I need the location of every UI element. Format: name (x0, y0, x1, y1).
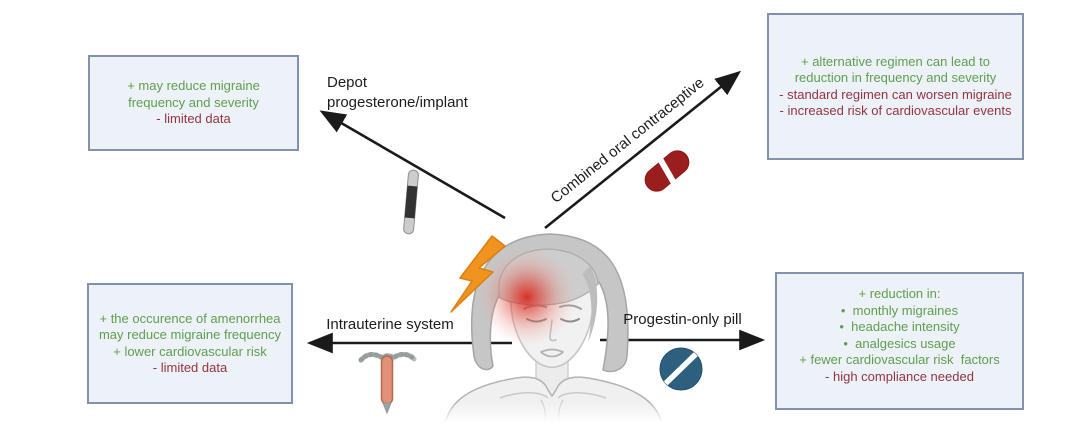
effect-line: + fewer cardiovascular risk factors (799, 352, 1000, 367)
hair-side-strand (582, 266, 598, 342)
effect-line: + reduction in: (858, 286, 941, 301)
combined-arrow (544, 70, 742, 230)
effect-line: + may reduce migraine frequency and seve… (127, 78, 264, 110)
migraine-glow (477, 247, 577, 347)
effect-line: + lower cardiovascular risk (113, 343, 267, 359)
effect-line: • monthly migraines (840, 302, 959, 318)
effect-line: - increased risk of cardiovascular event… (779, 103, 1012, 118)
collarbone-left (499, 392, 549, 399)
depot-effects-box: + may reduce migraine frequency and seve… (88, 55, 299, 151)
intrauterine-effects-box: + the occurence of amenorrhea may reduce… (87, 283, 293, 404)
bottom-fade (430, 402, 690, 427)
progestin-only-pill-icon (659, 347, 703, 391)
effect-line: • headache intensity (839, 319, 960, 334)
intrauterine-device-icon (358, 351, 417, 415)
progestin-effects-box: + reduction in:• monthly migraines• head… (775, 272, 1024, 410)
migraine-lightning-bolt-icon (450, 235, 506, 313)
effect-line: + the occurence of amenorrhea may reduce… (98, 310, 285, 343)
lips (540, 348, 564, 358)
depot-label-line1: Depot (327, 74, 368, 91)
effect-line: • analgesics usage (843, 335, 956, 351)
combined-oral-contraceptive-capsule-icon (644, 150, 690, 192)
effect-line: + alternative regimen can lead to reduct… (794, 53, 997, 86)
effect-line: - limited data (156, 111, 231, 127)
depot-label-line2: progesterone/implant (327, 94, 468, 112)
progestin-label: Progestin-only pill (623, 311, 742, 328)
intrauterine-label: Intrauterine system (326, 316, 454, 333)
depot-label: Depot progesterone/implant (327, 73, 468, 114)
effect-line: - limited data (152, 360, 228, 375)
depot-arrow (319, 110, 506, 220)
effect-line: - high compliance needed (825, 368, 974, 384)
contraceptive-implant-rod-icon (403, 169, 419, 235)
effect-line: - standard regimen can worsen migraine (779, 86, 1012, 102)
combined-effects-box: + alternative regimen can lead to reduct… (767, 13, 1024, 160)
collarbone-right (557, 392, 607, 399)
